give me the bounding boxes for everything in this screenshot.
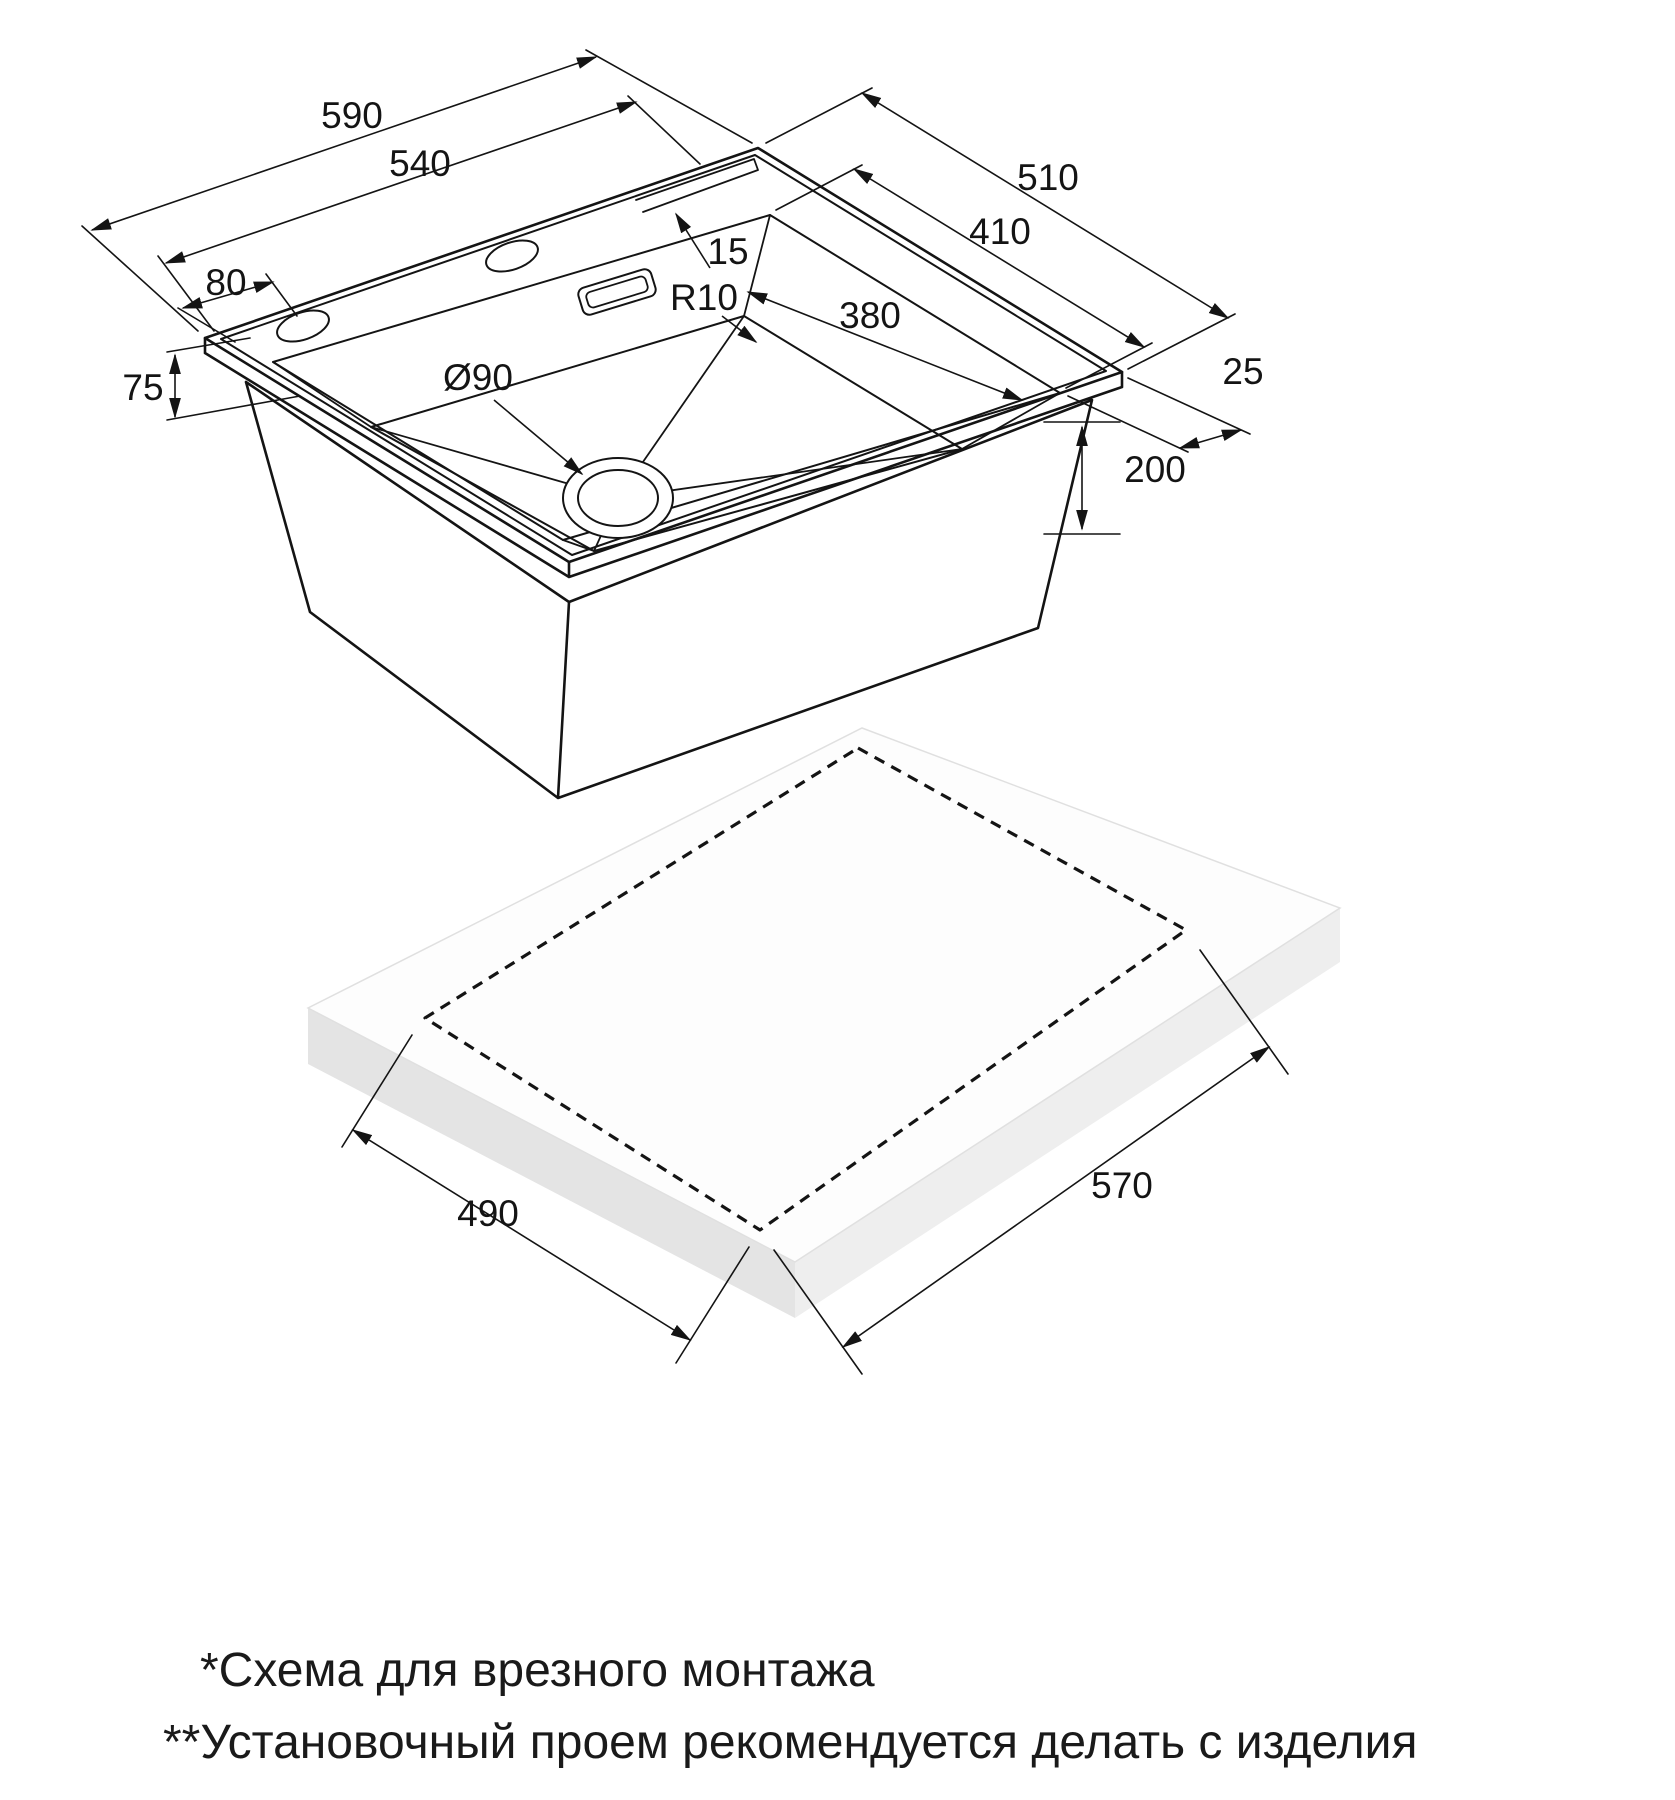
faucet-hole-left [276, 309, 330, 343]
overflow-badge-outer [577, 268, 657, 316]
dim-510-label: 510 [1017, 157, 1079, 198]
overflow-badge-inner [585, 275, 649, 309]
dim-490-line [351, 1129, 692, 1341]
dim-540-label: 540 [389, 143, 451, 184]
sink-bowl-bottom-creases [370, 315, 963, 552]
dim-570-line [841, 1046, 1271, 1348]
dim-570-extensions [773, 949, 1289, 1375]
dim-540-line [164, 101, 638, 264]
dim-490-extensions [341, 1034, 750, 1364]
sink-dimensions: 590 540 80 75 510 410 380 [81, 49, 1264, 535]
dim-75-label: 75 [122, 367, 163, 408]
footnotes: *Схема для врезного монтажа **Установочн… [163, 1644, 1417, 1769]
dim-380-label: 380 [839, 295, 901, 336]
dim-r10-leader [721, 315, 758, 344]
cutout-dashed-outline [423, 746, 1188, 1232]
sink-bowl-wall-edges [272, 214, 1061, 552]
dim-590-label: 590 [321, 95, 383, 136]
dim-75-extensions [166, 337, 301, 421]
dim-drain-label: Ø90 [443, 357, 513, 398]
dim-510-extensions [765, 87, 1236, 370]
dim-200-extensions [1043, 421, 1121, 535]
sink-isometric-view: 590 540 80 75 510 410 380 [81, 49, 1264, 800]
note-mounting-type: *Схема для врезного монтажа [200, 1644, 875, 1697]
dim-r10-label: R10 [670, 277, 738, 318]
dim-drain-leader [493, 399, 584, 476]
sink-back-ledge-step [635, 158, 759, 213]
dim-15-label: 15 [707, 231, 748, 272]
dim-410-line [852, 168, 1146, 348]
sink-body-silhouette [203, 336, 1124, 800]
sink-bowl-bottom [370, 315, 963, 552]
dim-200-label: 200 [1124, 449, 1186, 490]
dim-590-line [90, 56, 598, 231]
dim-510-line [860, 92, 1230, 319]
dim-380-line [746, 291, 1024, 401]
dim-80-line [181, 281, 275, 309]
cutout-dimensions: 490 570 [341, 949, 1289, 1375]
note-cutout-recommendation: **Установочный проем рекомендуется делат… [163, 1716, 1417, 1769]
dim-15-leader [675, 212, 711, 269]
dim-25-line [1178, 429, 1243, 449]
dim-410-label: 410 [969, 211, 1031, 252]
drain-inner-ring [577, 469, 659, 527]
countertop-top-face [306, 727, 1342, 1263]
dim-410-extensions [775, 164, 1153, 389]
dim-590-extensions [81, 49, 753, 332]
dim-25-label: 25 [1222, 351, 1263, 392]
dim-25-extensions [1067, 377, 1251, 453]
dim-490-label: 490 [457, 1193, 519, 1234]
countertop-cutout-view: 490 570 [306, 727, 1342, 1375]
overflow-badge [577, 268, 657, 316]
dim-570-label: 570 [1091, 1165, 1153, 1206]
dim-80-label: 80 [205, 262, 246, 303]
dim-80-extensions [177, 273, 298, 343]
